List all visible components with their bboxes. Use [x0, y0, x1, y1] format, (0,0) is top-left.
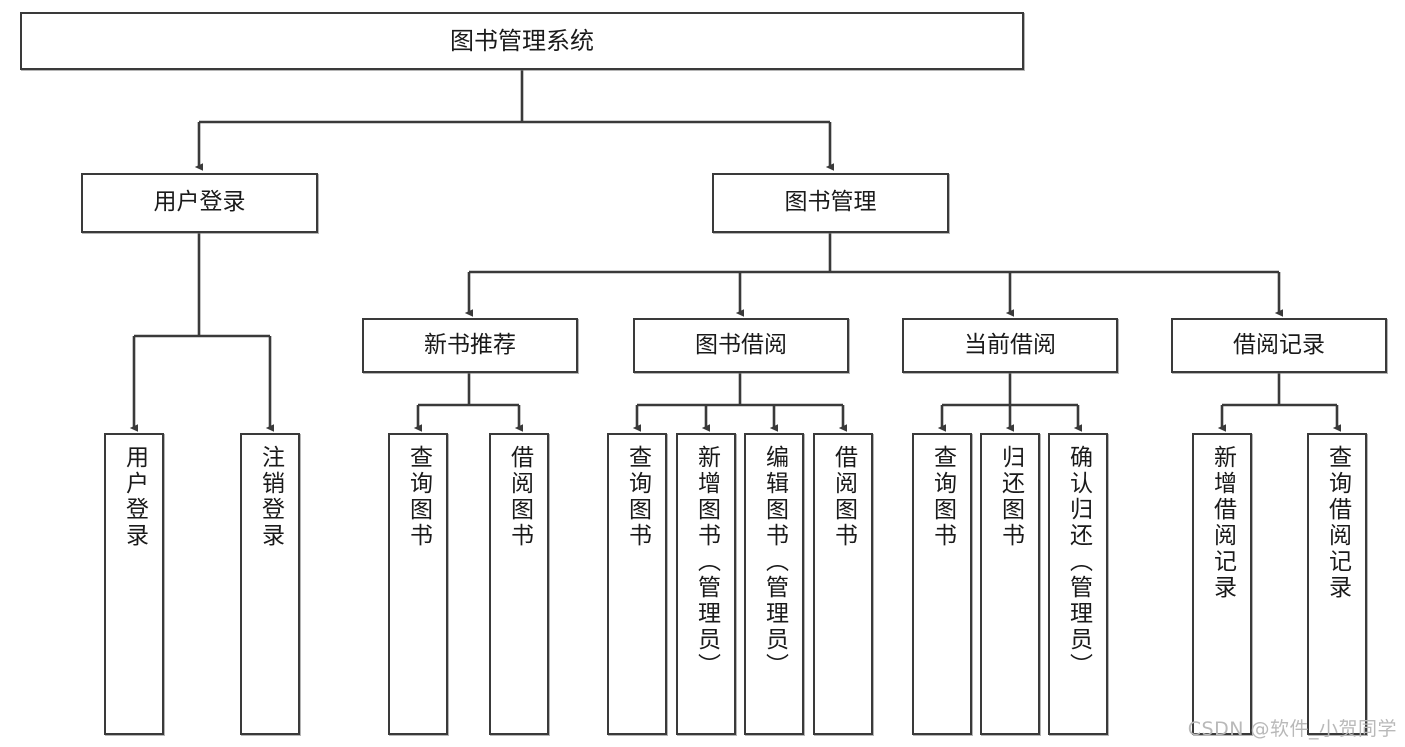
- node-label: 图书管理系统: [450, 26, 594, 55]
- node-book-borrow[interactable]: 图书借阅: [633, 318, 849, 373]
- edges-root-to-level1: [194, 70, 835, 171]
- leaf-logout-login[interactable]: 注销登录: [240, 433, 300, 735]
- node-label: 注销登录: [257, 445, 284, 549]
- leaf-confirm-return-admin[interactable]: 确认归还（管理员）: [1048, 433, 1108, 735]
- node-label: 查询图书: [405, 445, 432, 549]
- leaf-add-borrow-record[interactable]: 新增借阅记录: [1192, 433, 1252, 735]
- node-label: 图书借阅: [695, 331, 787, 358]
- node-label: 新增图书（管理员）: [693, 445, 720, 679]
- node-label: 归还图书: [997, 445, 1024, 549]
- node-label: 新书推荐: [424, 331, 516, 358]
- edges-bookmanagement-to-level2: [464, 233, 1284, 317]
- node-label: 借阅图书: [830, 445, 857, 549]
- node-label: 编辑图书（管理员）: [761, 445, 788, 679]
- leaf-query-borrow-record[interactable]: 查询借阅记录: [1307, 433, 1367, 735]
- node-label: 查询借阅记录: [1324, 445, 1351, 601]
- node-label: 查询图书: [624, 445, 651, 549]
- node-label: 图书管理: [784, 189, 877, 216]
- leaf-edit-book-admin[interactable]: 编辑图书（管理员）: [744, 433, 804, 735]
- node-label: 用户登录: [153, 189, 246, 216]
- node-label: 用户登录: [121, 445, 148, 549]
- edges-bookborrow-to-leaves: [632, 373, 848, 432]
- leaf-borrow-book-borrow[interactable]: 借阅图书: [813, 433, 873, 735]
- node-label: 新增借阅记录: [1209, 445, 1236, 601]
- leaf-query-book-new-recommend[interactable]: 查询图书: [388, 433, 448, 735]
- node-label: 确认归还（管理员）: [1065, 445, 1092, 679]
- node-user-login[interactable]: 用户登录: [81, 173, 318, 233]
- node-borrow-record[interactable]: 借阅记录: [1171, 318, 1387, 373]
- edges-newbook-to-leaves: [413, 373, 524, 432]
- edges-borrowrecord-to-leaves: [1217, 373, 1342, 432]
- node-label: 借阅图书: [506, 445, 533, 549]
- node-label: 借阅记录: [1233, 331, 1325, 358]
- edges-userlogin-to-leaves: [129, 233, 275, 432]
- edges-currentborrow-to-leaves: [937, 373, 1083, 432]
- leaf-query-book-borrow[interactable]: 查询图书: [607, 433, 667, 735]
- leaf-query-book-current[interactable]: 查询图书: [912, 433, 972, 735]
- leaf-add-book-admin[interactable]: 新增图书（管理员）: [676, 433, 736, 735]
- leaf-user-login[interactable]: 用户登录: [104, 433, 164, 735]
- node-book-management[interactable]: 图书管理: [712, 173, 949, 233]
- leaf-borrow-book-new-recommend[interactable]: 借阅图书: [489, 433, 549, 735]
- node-new-book-recommend[interactable]: 新书推荐: [362, 318, 578, 373]
- node-label: 当前借阅: [964, 331, 1056, 358]
- csdn-watermark: CSDN @软件_小贺同学: [1187, 718, 1397, 740]
- node-label: 查询图书: [929, 445, 956, 549]
- node-current-borrow[interactable]: 当前借阅: [902, 318, 1118, 373]
- leaf-return-book[interactable]: 归还图书: [980, 433, 1040, 735]
- node-root-book-management-system[interactable]: 图书管理系统: [20, 12, 1024, 70]
